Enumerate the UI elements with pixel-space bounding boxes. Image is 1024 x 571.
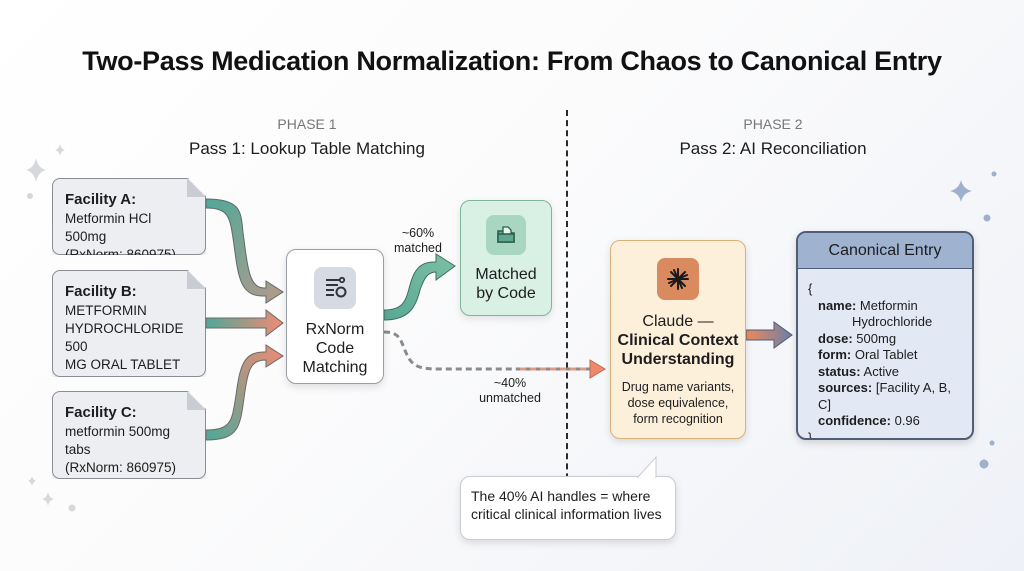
rxnorm-title-line: Matching [302, 359, 368, 376]
source-doc-facility-a: Facility A: Metformin HCl 500mg (RxNorm:… [52, 178, 206, 255]
field-value: 500mg [856, 330, 897, 346]
dot-icon [991, 171, 997, 177]
page-title: Two-Pass Medication Normalization: From … [82, 46, 942, 76]
dot-icon [979, 459, 989, 469]
callout-line: The 40% AI handles = where [471, 488, 651, 504]
phase-2-title: Pass 2: AI Reconciliation [679, 139, 867, 158]
canonical-field-status: status: Active [808, 364, 962, 381]
unmatched-percent: ~40% [493, 376, 527, 390]
matched-text: matched [394, 241, 442, 255]
field-value: Active [863, 363, 899, 379]
sparkle-icon [28, 476, 36, 486]
arrow-facility-c [205, 344, 284, 441]
matched-flow-label: ~60% matched [388, 226, 448, 256]
callout-note: The 40% AI handles = where critical clin… [460, 476, 676, 540]
source-line: (RxNorm: 860975) [65, 460, 177, 475]
field-key: confidence: [818, 413, 891, 428]
claude-title-line: Clinical Context [617, 332, 739, 349]
arrow-facility-b [205, 308, 284, 338]
rxnorm-title-line: RxNorm [305, 321, 365, 338]
source-line: (RxNorm: missing) [65, 375, 177, 390]
field-key: dose: [818, 330, 853, 346]
list-search-icon [314, 267, 356, 309]
field-value: Metformin [859, 297, 918, 313]
source-line: metformin 500mg [65, 424, 171, 439]
dot-icon [983, 214, 991, 222]
close-brace: } [808, 429, 813, 440]
callout-line: critical clinical information lives [471, 506, 662, 522]
sparkle-icon [42, 492, 54, 506]
dot-icon [68, 504, 76, 512]
field-key: sources: [818, 380, 873, 395]
rxnorm-matching-card: RxNorm Code Matching [286, 249, 384, 384]
arrow-unmatched-head [589, 359, 606, 379]
field-key: name: [818, 297, 857, 313]
source-line: MG ORAL TABLET [65, 357, 181, 372]
canonical-field-confidence: confidence: 0.96 [808, 413, 962, 430]
source-line: (RxNorm: 860975) [65, 247, 177, 262]
canonical-field-dose: dose: 500mg [808, 331, 962, 348]
claude-sub-line: form recognition [633, 412, 723, 426]
unmatched-flow-label: ~40% unmatched [470, 376, 550, 406]
canonical-entry-card: Canonical Entry { name: Metformin Hydroc… [796, 231, 974, 440]
page-fold-icon [187, 391, 206, 410]
page-fold-icon [187, 178, 206, 197]
sparkle-icon [26, 158, 46, 182]
dot-icon [989, 440, 995, 446]
source-line: HYDROCHLORIDE 500 [65, 321, 184, 354]
field-key: form: [818, 347, 852, 362]
field-value: 0.96 [894, 413, 920, 428]
canonical-field-sources: sources: [Facility A, B, C] [808, 380, 962, 413]
canonical-field-form: form: Oral Tablet [808, 347, 962, 364]
claude-sub-line: dose equivalence, [627, 396, 729, 410]
matched-title-line: by Code [476, 285, 536, 302]
claude-title-line: Claude — [642, 313, 714, 330]
sparkle-icon [55, 144, 65, 156]
field-value: Oral Tablet [854, 347, 918, 362]
open-brace: { [808, 281, 813, 296]
phase-1-label: PHASE 1 [277, 116, 337, 132]
folder-file-icon [486, 215, 526, 255]
source-line: METFORMIN [65, 303, 147, 318]
field-value-continuation: Hydrochloride [852, 314, 933, 329]
arrow-unmatched [383, 330, 590, 371]
source-line: tabs [65, 442, 91, 457]
source-doc-facility-c: Facility C: metformin 500mg tabs (RxNorm… [52, 391, 206, 479]
field-value: [Facility A, B, C] [818, 380, 951, 412]
page-fold-icon [187, 270, 206, 289]
source-title: Facility C: [65, 404, 137, 421]
arrow-facility-a [205, 198, 284, 304]
source-line: Metformin HCl 500mg [65, 211, 152, 244]
arrow-to-canonical [745, 321, 793, 349]
sparkle-icon [950, 180, 972, 202]
source-doc-facility-b: Facility B: METFORMIN HYDROCHLORIDE 500 … [52, 270, 206, 377]
matched-by-code-card: Matched by Code [460, 200, 552, 316]
source-title: Facility A: [65, 191, 137, 208]
unmatched-text: unmatched [479, 391, 541, 405]
claude-sub-line: Drug name variants, [621, 380, 735, 394]
source-title: Facility B: [65, 283, 137, 300]
claude-title-line: Understanding [621, 351, 735, 368]
rxnorm-title-line: Code [315, 340, 355, 357]
phase-divider [566, 110, 568, 540]
matched-title-line: Matched [475, 266, 537, 283]
matched-percent: ~60% [401, 226, 435, 240]
dot-icon [27, 193, 33, 199]
field-key: status: [818, 363, 861, 379]
claude-clinical-context-card: Claude — Clinical Context Understanding … [610, 240, 746, 439]
arrow-matched [383, 253, 456, 321]
canonical-entry-header: Canonical Entry [798, 233, 972, 269]
phase-2-label: PHASE 2 [743, 116, 803, 132]
phase-1-title: Pass 1: Lookup Table Matching [189, 139, 425, 158]
canonical-field-name: name: Metformin [808, 298, 962, 315]
claude-starburst-icon [657, 258, 699, 300]
